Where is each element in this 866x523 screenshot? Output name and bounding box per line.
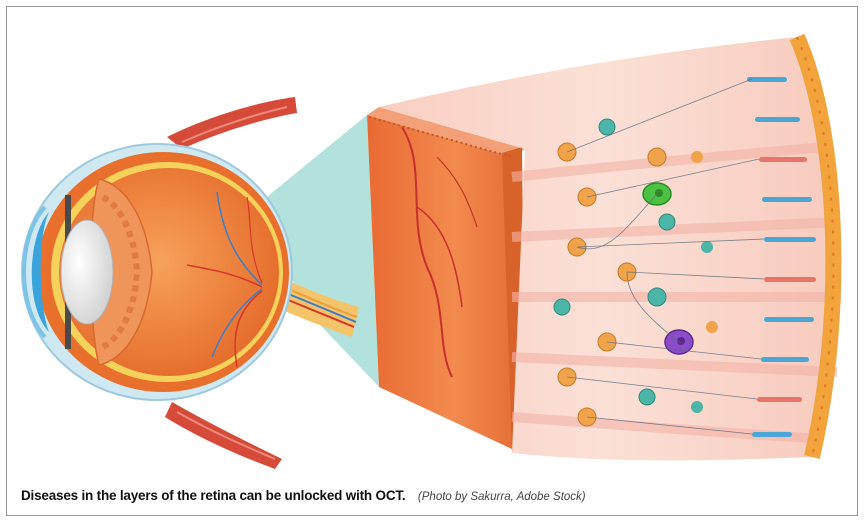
retina-cell-layers [379,33,842,461]
retina-tissue-block [367,107,525,453]
caption-text: Diseases in the layers of the retina can… [21,488,406,503]
photo-credit: (Photo by Sakurra, Adobe Stock) [417,491,586,503]
figure-caption: Diseases in the layers of the retina can… [21,487,851,509]
eyeball-cross-section [21,143,293,401]
photoreceptor-rods [747,77,816,437]
eye-muscles [165,97,297,469]
figure-frame: Diseases in the layers of the retina can… [6,6,858,516]
eye-retina-illustration [21,33,842,469]
